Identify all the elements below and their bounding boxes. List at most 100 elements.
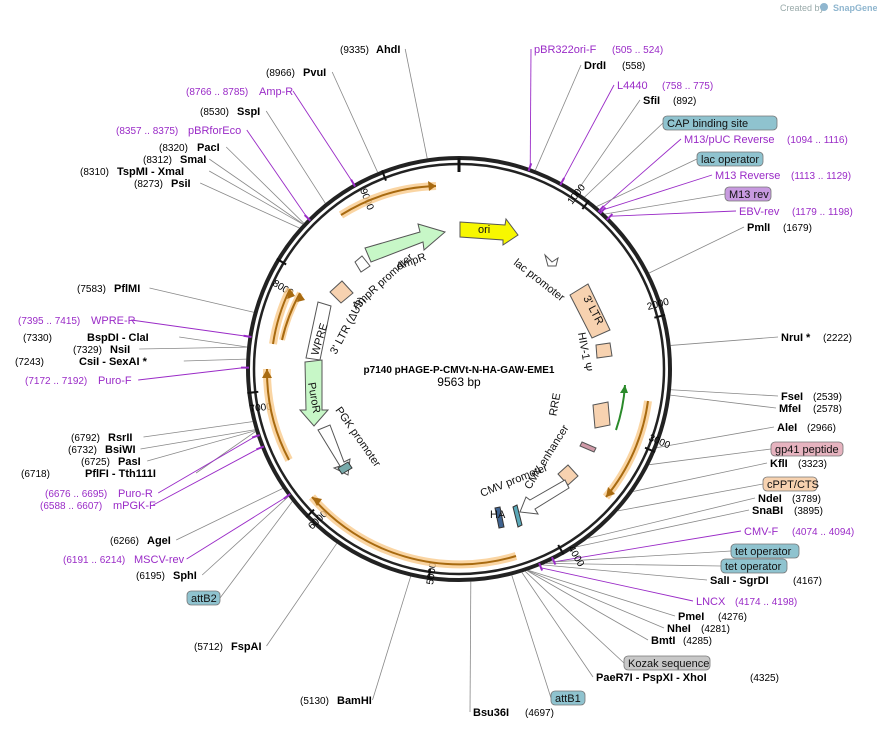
feature-ha <box>494 506 505 529</box>
enzyme-leader <box>143 421 253 438</box>
feature-ampr-promoter <box>354 255 371 273</box>
primer-label: Puro-R <box>118 488 153 500</box>
enzyme-leader <box>527 570 665 629</box>
primer-label: CMV-F <box>744 526 779 538</box>
enzyme-position: (8320) <box>159 143 188 154</box>
feature-wpre <box>305 301 332 361</box>
enzyme-leader <box>201 496 289 576</box>
primer-site-mark <box>283 493 291 500</box>
feature-cmv-promoter <box>512 504 523 528</box>
feature-badge <box>550 690 586 706</box>
tick-label: 5000 <box>425 561 439 585</box>
enzyme-label: DrdI <box>584 60 606 72</box>
enzyme-leader <box>633 462 768 492</box>
enzyme-leader <box>179 336 248 348</box>
feature-badge <box>662 115 778 131</box>
credit-text: Created by <box>780 3 825 13</box>
enzyme-leader <box>209 170 303 225</box>
enzyme-label: PflMI <box>114 283 140 295</box>
primer-site-mark <box>243 334 252 338</box>
primer-position: (8766 .. 8785) <box>186 87 248 98</box>
enzyme-label: SspI <box>237 106 260 118</box>
feature-badge-label: Kozak sequence <box>628 658 709 670</box>
enzyme-position: (4167) <box>793 576 822 587</box>
enzyme-leader <box>670 394 777 409</box>
primer-label: L4440 <box>617 80 648 92</box>
enzyme-position: (3789) <box>792 494 821 505</box>
enzyme-position: (3323) <box>798 459 827 470</box>
enzyme-position: (8312) <box>143 155 172 166</box>
primer-position: (6676 .. 6695) <box>45 489 107 500</box>
primer-label: mPGK-F <box>113 500 156 512</box>
enzyme-leader <box>149 287 254 313</box>
enzyme-position: (7330) <box>23 333 52 344</box>
enzyme-position: (1679) <box>783 223 812 234</box>
primer-site-mark <box>527 162 533 172</box>
enzyme-label: MfeI <box>779 403 801 415</box>
snapgene-logo-icon <box>820 3 828 11</box>
enzyme-position: (3895) <box>794 506 823 517</box>
enzyme-label: SnaBI <box>752 505 783 517</box>
enzyme-leader <box>576 99 641 192</box>
orf-arrows <box>262 181 652 569</box>
enzyme-label: NheI <box>667 623 691 635</box>
enzyme-leader <box>372 576 412 701</box>
feature-gp41 <box>579 441 597 453</box>
enzyme-label: PacI <box>197 142 220 154</box>
feature-3ltr-du3 <box>329 280 354 304</box>
enzyme-label: PvuI <box>303 67 326 79</box>
enzyme-position: (8273) <box>134 179 163 190</box>
enzyme-position: (2222) <box>823 333 852 344</box>
primer-leader <box>157 436 256 494</box>
enzyme-leader <box>200 182 300 229</box>
enzyme-leader <box>656 426 775 448</box>
feature-badge <box>724 186 772 202</box>
feature-badge-label: attB2 <box>191 593 217 605</box>
primer-position: (7395 .. 7415) <box>18 316 80 327</box>
primer-label: pBRforEco <box>188 125 241 137</box>
enzyme-position: (9335) <box>340 45 369 56</box>
feature-badge <box>770 441 844 457</box>
primer-leader <box>138 367 245 381</box>
enzyme-label: CsiI - SexAI * <box>79 356 148 368</box>
badge-leader <box>617 483 764 512</box>
feature-badge <box>762 476 818 492</box>
enzyme-leader <box>331 71 378 173</box>
enzyme-label: SalI - SgrDI <box>710 575 769 587</box>
enzyme-label: AgeI <box>147 535 171 547</box>
enzyme-position: (4325) <box>750 673 779 684</box>
enzyme-labels: AhdI(9335)PvuI(8966)SspI(8530)PacI(8320)… <box>15 44 852 719</box>
enzyme-label: PaeR7I - PspXI - XhoI <box>596 672 707 684</box>
badge-leader <box>511 575 552 699</box>
primer-site-mark <box>559 177 566 186</box>
primer-position: (758 .. 775) <box>662 81 713 92</box>
enzyme-position: (7329) <box>73 345 102 356</box>
feature-ampr <box>364 223 447 263</box>
enzyme-leader <box>225 146 305 224</box>
enzyme-leader <box>648 226 745 274</box>
leader-lines <box>131 48 779 713</box>
feature-badge-label: CAP binding site <box>667 118 748 130</box>
primer-site-mark <box>599 206 607 215</box>
primer-site-mark <box>350 179 356 188</box>
tick-mark <box>644 446 656 453</box>
badge-leader <box>596 158 698 207</box>
enzyme-position: (4281) <box>701 624 730 635</box>
primer-site-mark <box>597 205 605 213</box>
primer-label: M13 Reverse <box>715 170 780 182</box>
primer-position: (7172 .. 7192) <box>25 376 87 387</box>
enzyme-leader <box>576 509 750 548</box>
feature-badge <box>696 151 764 167</box>
enzyme-leader <box>404 48 428 159</box>
primer-label: MSCV-rev <box>134 554 185 566</box>
primer-label: pBR322ori-F <box>534 44 597 56</box>
feature-badge-label: tet operator <box>725 561 782 573</box>
badge-leader <box>584 122 664 198</box>
badge-leader <box>219 501 293 599</box>
feature-rre-label: RRE <box>547 392 563 417</box>
enzyme-label: FseI <box>781 391 803 403</box>
badge-leader <box>546 562 722 567</box>
enzyme-leader <box>521 572 594 678</box>
primer-position: (8357 .. 8375) <box>116 126 178 137</box>
enzyme-label: NdeI <box>758 493 782 505</box>
